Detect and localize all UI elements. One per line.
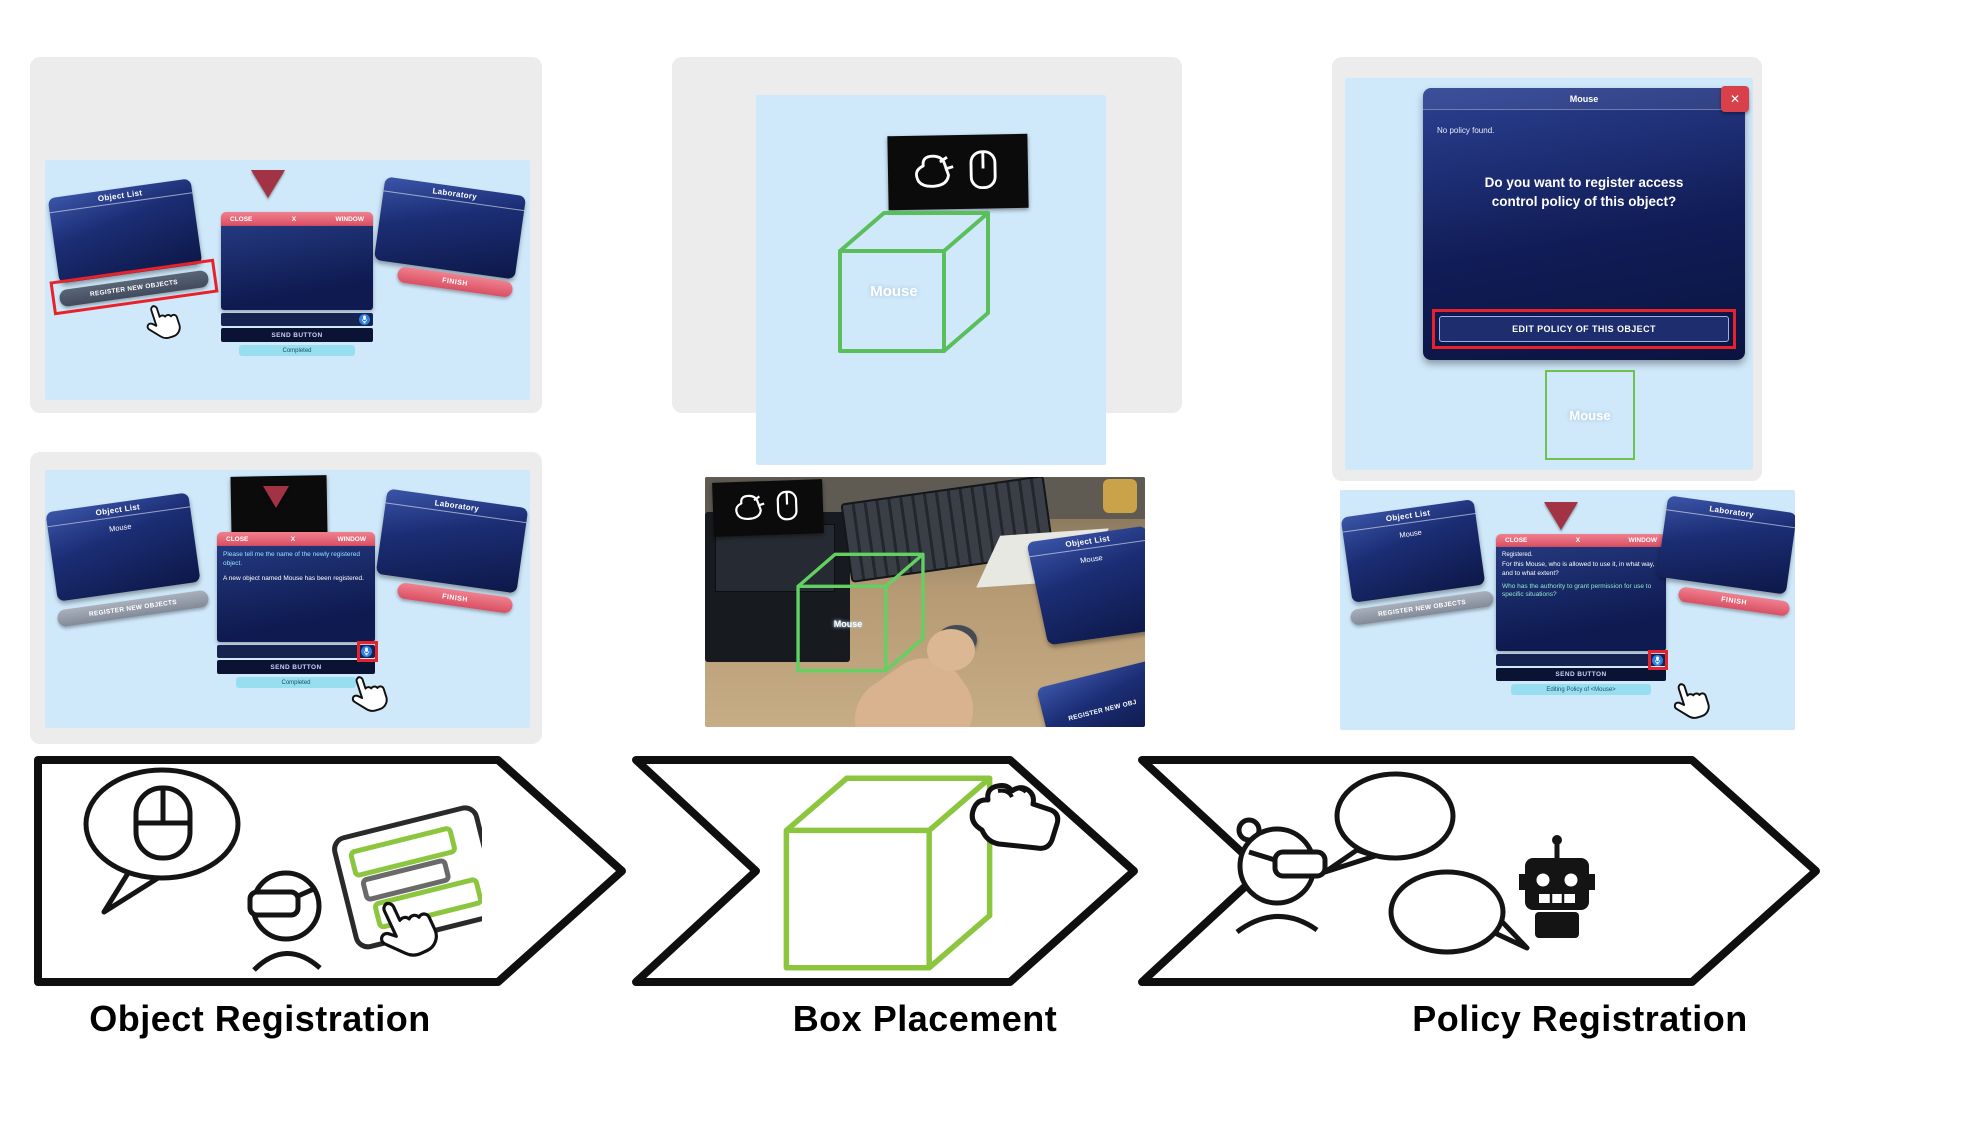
- chat-question1-text: For this Mouse, who is allowed to use it…: [1502, 561, 1655, 577]
- dialog-question: Do you want to register access control p…: [1484, 175, 1684, 209]
- register-new-objects-button[interactable]: REGISTER NEW OBJ: [1067, 698, 1138, 723]
- laboratory-title: Laboratory: [385, 488, 529, 524]
- microphone-button[interactable]: [361, 646, 372, 657]
- window-titlebar[interactable]: CLOSE X WINDOW: [221, 212, 373, 226]
- photo-cup: [1103, 479, 1137, 513]
- object-list-panel: Object List Mouse: [1026, 525, 1145, 646]
- window-button[interactable]: WINDOW: [335, 215, 364, 223]
- robot-icon: [1519, 835, 1595, 938]
- window-titlebar[interactable]: CLOSE X WINDOW: [217, 532, 375, 546]
- chat-question2-text: Who has the authority to grant permissio…: [1502, 582, 1652, 599]
- pointing-hand-icon: [1667, 677, 1713, 725]
- close-icon[interactable]: ✕: [1721, 86, 1749, 112]
- microphone-button[interactable]: [359, 314, 370, 325]
- window-button[interactable]: WINDOW: [337, 535, 366, 543]
- x-label: X: [291, 215, 297, 223]
- hud-preview-frame: [712, 479, 824, 537]
- pointing-hand-icon: [141, 299, 184, 344]
- status-bar: Completed: [236, 677, 356, 688]
- window-button[interactable]: WINDOW: [1628, 537, 1657, 544]
- vr-screenshot-policy-1: Mouse ✕ No policy found. Do you want to …: [1345, 78, 1753, 470]
- object-list-panel: Object List Mouse: [45, 492, 201, 602]
- chat-body: [221, 226, 373, 310]
- ar-photo-desk: Mouse Object List Mouse REGISTER NEW OBJ: [705, 477, 1145, 727]
- x-label: X: [1575, 537, 1581, 544]
- laboratory-title: Laboratory: [383, 176, 527, 212]
- hand-mouse-doodle-icon: [734, 490, 798, 523]
- cube-label: Mouse: [1569, 407, 1611, 423]
- chat-window-panel: CLOSE X WINDOW Please tell me the name o…: [217, 532, 378, 688]
- chat-input[interactable]: [1496, 654, 1666, 666]
- close-button[interactable]: CLOSE: [1505, 537, 1528, 544]
- no-policy-text: No policy found.: [1437, 126, 1495, 135]
- dialog-title: Mouse: [1569, 93, 1599, 104]
- vr-screenshot-objreg-2: Object List Mouse REGISTER NEW OBJECTS C…: [45, 470, 530, 728]
- chat-window-panel: CLOSE X WINDOW Registered. For this Mous…: [1496, 534, 1668, 695]
- stage-label-policy-registration: Policy Registration: [1412, 998, 1748, 1039]
- bounding-box-cube[interactable]: [793, 549, 928, 676]
- chat-response-text: A new object named Mouse has been regist…: [223, 574, 364, 582]
- stage-label-object-registration: Object Registration: [89, 998, 431, 1039]
- gaze-cursor-icon: [1544, 502, 1578, 530]
- gaze-cursor-icon: [263, 486, 289, 508]
- object-list-panel: Object List Mouse: [1340, 499, 1486, 603]
- laboratory-title: Laboratory: [1666, 495, 1795, 529]
- preview-frame: [887, 133, 1029, 211]
- send-button[interactable]: SEND BUTTON: [221, 328, 373, 342]
- vr-screenshot-boxplace-1: Mouse: [756, 95, 1106, 465]
- photo-hand: [927, 629, 975, 671]
- vr-screenshot-policy-2: Object List Mouse REGISTER NEW OBJECTS C…: [1340, 490, 1795, 730]
- vr-screenshot-objreg-1: Object List REGISTER NEW OBJECTS CLOSE X…: [45, 160, 530, 400]
- status-bar: Completed: [239, 345, 355, 356]
- policy-registration-icons: [1235, 771, 1595, 955]
- object-list-panel: Object List: [47, 178, 203, 284]
- microphone-button[interactable]: [1652, 654, 1663, 666]
- bounding-box-cube[interactable]: [834, 207, 994, 357]
- chat-input[interactable]: [217, 645, 375, 658]
- send-button[interactable]: SEND BUTTON: [1496, 668, 1666, 681]
- send-button[interactable]: SEND BUTTON: [217, 660, 375, 674]
- dialog-header: Mouse ✕: [1423, 86, 1749, 112]
- hand-mouse-doodle-icon: [914, 149, 997, 190]
- chat-registered-text: Registered.: [1502, 552, 1533, 558]
- object-list-panel-lower: REGISTER NEW OBJ: [1036, 659, 1145, 727]
- pinch-hand-icon: [969, 783, 1061, 851]
- close-button[interactable]: CLOSE: [230, 215, 253, 223]
- cube-label: Mouse: [833, 619, 863, 629]
- window-titlebar[interactable]: CLOSE X WINDOW: [1496, 534, 1666, 547]
- policy-dialog: Mouse ✕ No policy found. Do you want to …: [1423, 86, 1749, 360]
- vr-headset-person-icon: [1235, 817, 1328, 935]
- cube-label: Mouse: [870, 283, 918, 300]
- laboratory-panel: Laboratory: [375, 488, 529, 594]
- speech-bubble-icon: [1334, 771, 1456, 861]
- speech-bubble-icon: [1388, 869, 1506, 955]
- bounding-box-square[interactable]: Mouse: [1545, 370, 1635, 460]
- laboratory-panel: Laboratory: [1656, 495, 1795, 595]
- x-label: X: [290, 535, 296, 543]
- close-button[interactable]: CLOSE: [226, 535, 249, 543]
- gaze-cursor-icon: [251, 170, 285, 198]
- stage-label-box-placement: Box Placement: [792, 998, 1058, 1039]
- edit-policy-button[interactable]: EDIT POLICY OF THIS OBJECT: [1439, 316, 1729, 342]
- status-bar: Editing Policy of <Mouse>: [1511, 684, 1651, 695]
- vr-headset-person-icon: [247, 870, 322, 972]
- chat-body: Please tell me the name of the newly reg…: [217, 546, 375, 642]
- laboratory-panel: Laboratory: [373, 176, 527, 280]
- chat-prompt-text: Please tell me the name of the newly reg…: [223, 551, 360, 567]
- chat-body: Registered. For this Mouse, who is allow…: [1496, 547, 1666, 651]
- chat-input[interactable]: [221, 313, 373, 326]
- mouse-icon: [133, 785, 193, 861]
- chat-window-panel: CLOSE X WINDOW SEND BUTTON Completed: [221, 212, 373, 356]
- object-list-title: Object List: [47, 178, 193, 214]
- object-registration-icons: [83, 767, 482, 972]
- pointing-hand-icon: [345, 670, 391, 718]
